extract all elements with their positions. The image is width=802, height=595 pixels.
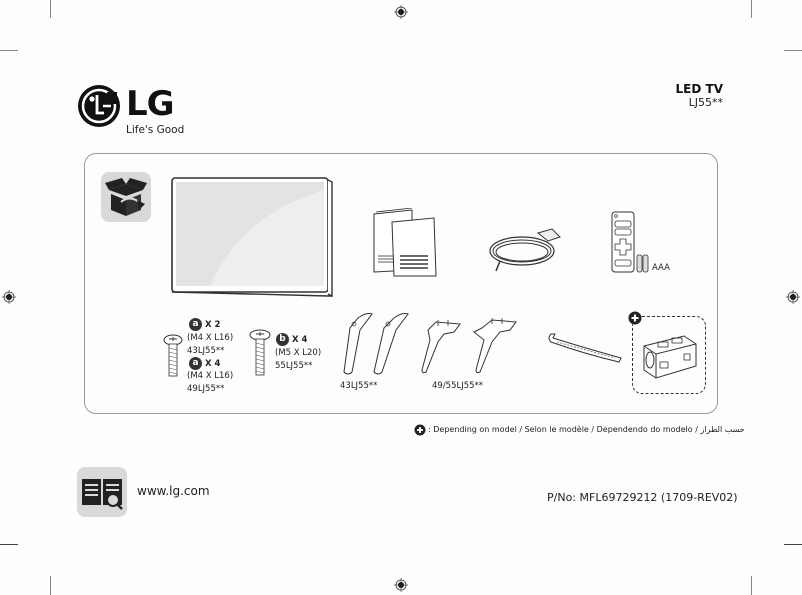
remote-control-image bbox=[611, 211, 649, 273]
part-number: P/No: MFL69729212 (1709-REV02) bbox=[547, 491, 738, 504]
crop-mark-bottom-left bbox=[50, 576, 51, 595]
lg-logo: LG Life's Good bbox=[77, 84, 187, 140]
crop-mark-right-bottom bbox=[784, 544, 802, 545]
screw-spec: (M4 X L16) bbox=[187, 371, 234, 381]
optional-plus-icon bbox=[628, 311, 642, 325]
stand-model-label: 43LJ55** bbox=[340, 381, 378, 391]
stand-43-image bbox=[343, 313, 409, 375]
screw-model: 49LJ55** bbox=[187, 384, 225, 394]
crop-mark-left-bottom bbox=[0, 544, 18, 545]
crop-mark-right-top bbox=[784, 50, 802, 51]
screw-badge-a: a bbox=[189, 357, 202, 370]
registration-mark-icon bbox=[2, 290, 16, 304]
cable-holder-image bbox=[548, 333, 622, 363]
manual-tile bbox=[77, 467, 127, 517]
screw-qty: X 2 bbox=[205, 320, 221, 330]
product-title: LED TV bbox=[675, 82, 723, 96]
screw-a-icon bbox=[163, 334, 183, 377]
footnote-text: : Depending on model / Selon le modèle /… bbox=[428, 425, 745, 434]
screw-model: 43LJ55** bbox=[187, 346, 225, 356]
screw-model: 55LJ55** bbox=[275, 361, 313, 371]
crop-mark-top-left bbox=[50, 0, 51, 18]
registration-mark-icon bbox=[394, 5, 408, 19]
screw-badge-b: b bbox=[276, 333, 289, 346]
brand-wordmark: LG bbox=[126, 84, 175, 124]
crop-mark-top-right bbox=[751, 0, 752, 18]
product-heading: LED TV LJ55** bbox=[603, 82, 723, 109]
screw-spec: (M4 X L16) bbox=[187, 333, 234, 343]
brand-tagline: Life's Good bbox=[126, 124, 185, 136]
book-search-icon bbox=[82, 479, 123, 510]
open-box-icon bbox=[105, 178, 147, 216]
crop-mark-bottom-right bbox=[751, 576, 752, 595]
battery-label: AAA bbox=[652, 263, 670, 273]
unpack-tile bbox=[101, 172, 151, 222]
screw-qty: X 4 bbox=[292, 335, 308, 345]
tv-panel-image bbox=[171, 177, 333, 298]
screw-spec: (M5 X L20) bbox=[275, 348, 322, 358]
stand-model-label: 49/55LJ55** bbox=[432, 381, 484, 391]
product-model: LJ55** bbox=[688, 96, 723, 109]
screw-qty: X 4 bbox=[205, 359, 221, 369]
lg-face-icon bbox=[78, 85, 120, 127]
power-cord-image bbox=[489, 228, 561, 272]
registration-mark-icon bbox=[394, 578, 408, 592]
screw-b-icon bbox=[249, 329, 271, 376]
crop-mark-left-top bbox=[0, 50, 18, 51]
optional-item-frame bbox=[632, 316, 706, 394]
registration-mark-icon bbox=[786, 290, 800, 304]
ferrite-core-image bbox=[643, 335, 697, 379]
manuals-image bbox=[373, 208, 437, 277]
stand-49-55-image bbox=[421, 318, 517, 374]
website-link[interactable]: www.lg.com bbox=[137, 484, 210, 498]
screw-badge-a: a bbox=[189, 318, 202, 331]
optional-plus-icon bbox=[414, 424, 426, 436]
